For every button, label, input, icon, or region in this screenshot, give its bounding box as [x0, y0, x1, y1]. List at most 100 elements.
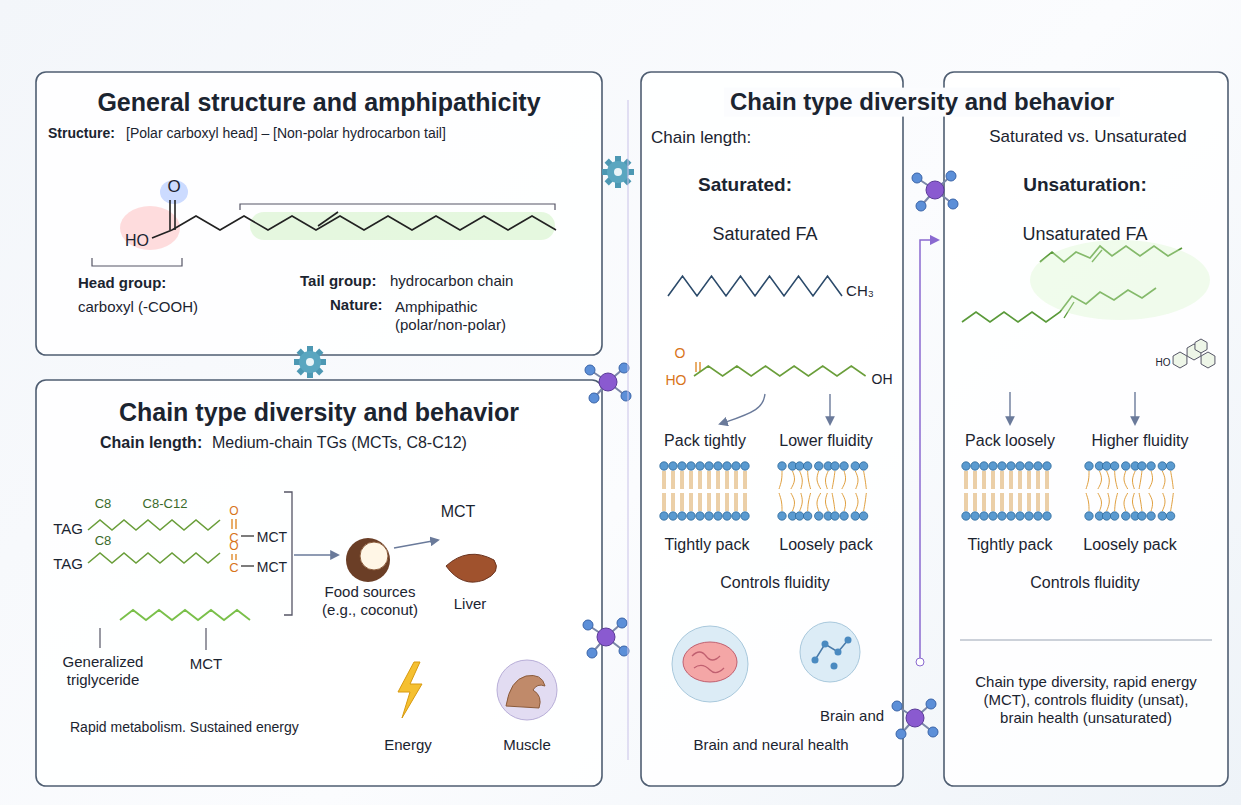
lipid-tail: [855, 493, 858, 511]
lipid-tail: [1124, 493, 1128, 511]
lipid-tail: [690, 471, 691, 489]
lipid-head: [831, 462, 839, 470]
chem-label: C8: [95, 534, 112, 547]
lipid-head: [732, 512, 740, 520]
lipid-head: [1147, 462, 1155, 470]
lipid-tail: [1107, 471, 1110, 489]
chem-label: MCT: [257, 560, 287, 574]
lipid-head: [803, 462, 811, 470]
lipid-head: [815, 512, 823, 520]
lipid-head: [1034, 512, 1042, 520]
chem-label: OH: [872, 372, 893, 386]
lipid-tail: [825, 493, 828, 511]
lipid-tail: [681, 493, 682, 511]
panel-text: MCT: [190, 655, 223, 673]
panel-heading: Chain type diversity and behavior: [724, 88, 1120, 117]
gear-icon: [602, 156, 634, 188]
lipid-tail: [1003, 493, 1004, 511]
lipid-head: [1138, 512, 1146, 520]
atom: [617, 618, 627, 628]
lipid-head: [696, 512, 704, 520]
bond: [169, 200, 171, 230]
steroid-ring: [1173, 352, 1187, 368]
lipid-tail: [1149, 471, 1153, 489]
lipid-tail: [746, 493, 747, 511]
lipid-head: [705, 462, 713, 470]
bracket: [92, 258, 182, 266]
lipid-head: [1138, 462, 1146, 470]
network-node: [822, 641, 829, 648]
lipid-tail: [1012, 471, 1013, 489]
chem-label: TAG: [53, 521, 83, 536]
lipid-head: [696, 462, 704, 470]
atom: [906, 709, 924, 727]
lipid-head: [687, 462, 695, 470]
panel-text: Pack tightly: [664, 431, 746, 450]
panel-text: Controls fluidity: [720, 573, 829, 592]
lipid-bilayer: [1085, 462, 1175, 520]
lipid-tail: [800, 471, 803, 489]
atom: [928, 727, 938, 737]
lipid-head: [723, 462, 731, 470]
lipid-tail: [744, 493, 745, 511]
divider-line: [960, 640, 1212, 641]
lipid-bilayer: [962, 462, 1051, 520]
chem-label: HO: [666, 373, 687, 387]
panel-text: Unsaturated FA: [1022, 224, 1147, 246]
lipid-tail: [1132, 471, 1135, 489]
molecule-icon: [583, 618, 629, 658]
panel: Saturated vs. UnsaturatedUnsaturation: Un…: [944, 72, 1228, 786]
panel-text: Tightly pack: [968, 535, 1053, 554]
lipid-head: [851, 462, 859, 470]
lipid-tail: [817, 471, 821, 489]
lipid-head: [741, 462, 749, 470]
lipid-tail: [994, 493, 995, 511]
lipid-head: [1166, 512, 1174, 520]
lipid-head: [1122, 462, 1130, 470]
atom: [948, 199, 958, 209]
lipid-tail: [672, 471, 673, 489]
lipid-tail: [1021, 471, 1022, 489]
lipid-head: [723, 512, 731, 520]
lipid-tail: [717, 471, 718, 489]
lipid-tail: [683, 493, 684, 511]
lipid-tail: [690, 493, 691, 511]
panel-text: Tail group:: [300, 272, 376, 290]
lipid-tail: [1030, 471, 1031, 489]
panel-text: Pack loosely: [965, 431, 1055, 450]
lipid-tail: [665, 493, 666, 511]
lipid-head: [1043, 512, 1051, 520]
panel-text: Unsaturation:: [1023, 174, 1147, 197]
atom: [599, 373, 617, 391]
lipid-tail: [737, 471, 738, 489]
lipid-tail: [699, 471, 700, 489]
lipid-head: [859, 462, 867, 470]
panel: General structure and amphipathicityStru…: [36, 72, 602, 355]
lipid-head: [1016, 512, 1024, 520]
panel-text: Saturated vs. Unsaturated: [989, 127, 1187, 147]
lipid-tail: [717, 493, 718, 511]
panel-text: Brain and neural health: [693, 736, 848, 754]
double-bond: [235, 554, 236, 560]
lipid-head: [1025, 512, 1033, 520]
lipid-head: [989, 462, 997, 470]
lipid-head: [795, 512, 803, 520]
brain-folds: [692, 652, 724, 673]
lipid-tail: [1030, 493, 1031, 511]
panel-heading: Chain type diversity and behavior: [119, 397, 519, 427]
lipid-head: [980, 512, 988, 520]
network-node: [835, 649, 842, 656]
panel-text: hydrocarbon chain: [390, 272, 513, 290]
lipid-tail: [1019, 471, 1020, 489]
panel-text: Chain length:: [651, 128, 751, 148]
lipid-head: [1102, 462, 1110, 470]
double-bond: [235, 519, 236, 529]
panel-outline: [36, 72, 602, 355]
lipid-tail: [779, 471, 782, 489]
lipid-tail: [974, 471, 975, 489]
lipid-tail: [1021, 493, 1022, 511]
network-node: [812, 657, 819, 664]
lipid-head: [714, 512, 722, 520]
bracket: [240, 204, 555, 210]
chem-label: HO: [1156, 358, 1171, 368]
